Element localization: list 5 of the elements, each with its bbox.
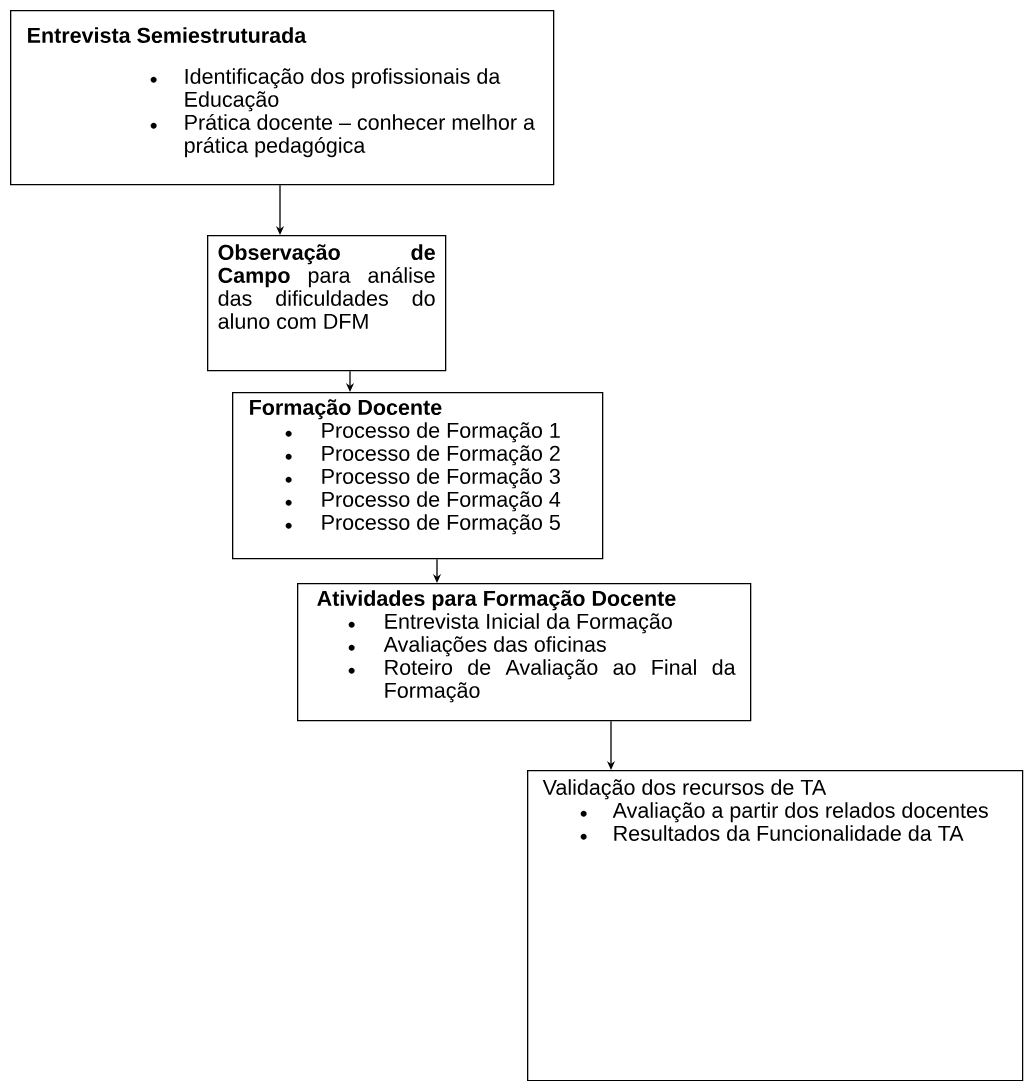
process-box: Entrevista Semiestruturada Identificação dos profissionais da Educação Prática docente – conhecer melhor a prática pedagógica — [10, 10, 555, 186]
process-box: Observação de Campo para análise das dificuldades do aluno com DFM — [207, 235, 447, 372]
process-box: Atividades para Formação Docente Entrevista Inicial da Formação Avaliações das oficinas Roteiro de Avaliação ao Final da Formação — [297, 583, 752, 722]
process-box: Formação Docente Processo de Formação 1 Processo de Formação 2 Processo de Formação 3 Processo de Formação 4 Processo de Formação 5 — [232, 392, 604, 560]
process-box: Validação dos recursos de TA Avaliação a partir dos relados docentes Resultados da Funcionalidade da TA — [527, 770, 1024, 1081]
